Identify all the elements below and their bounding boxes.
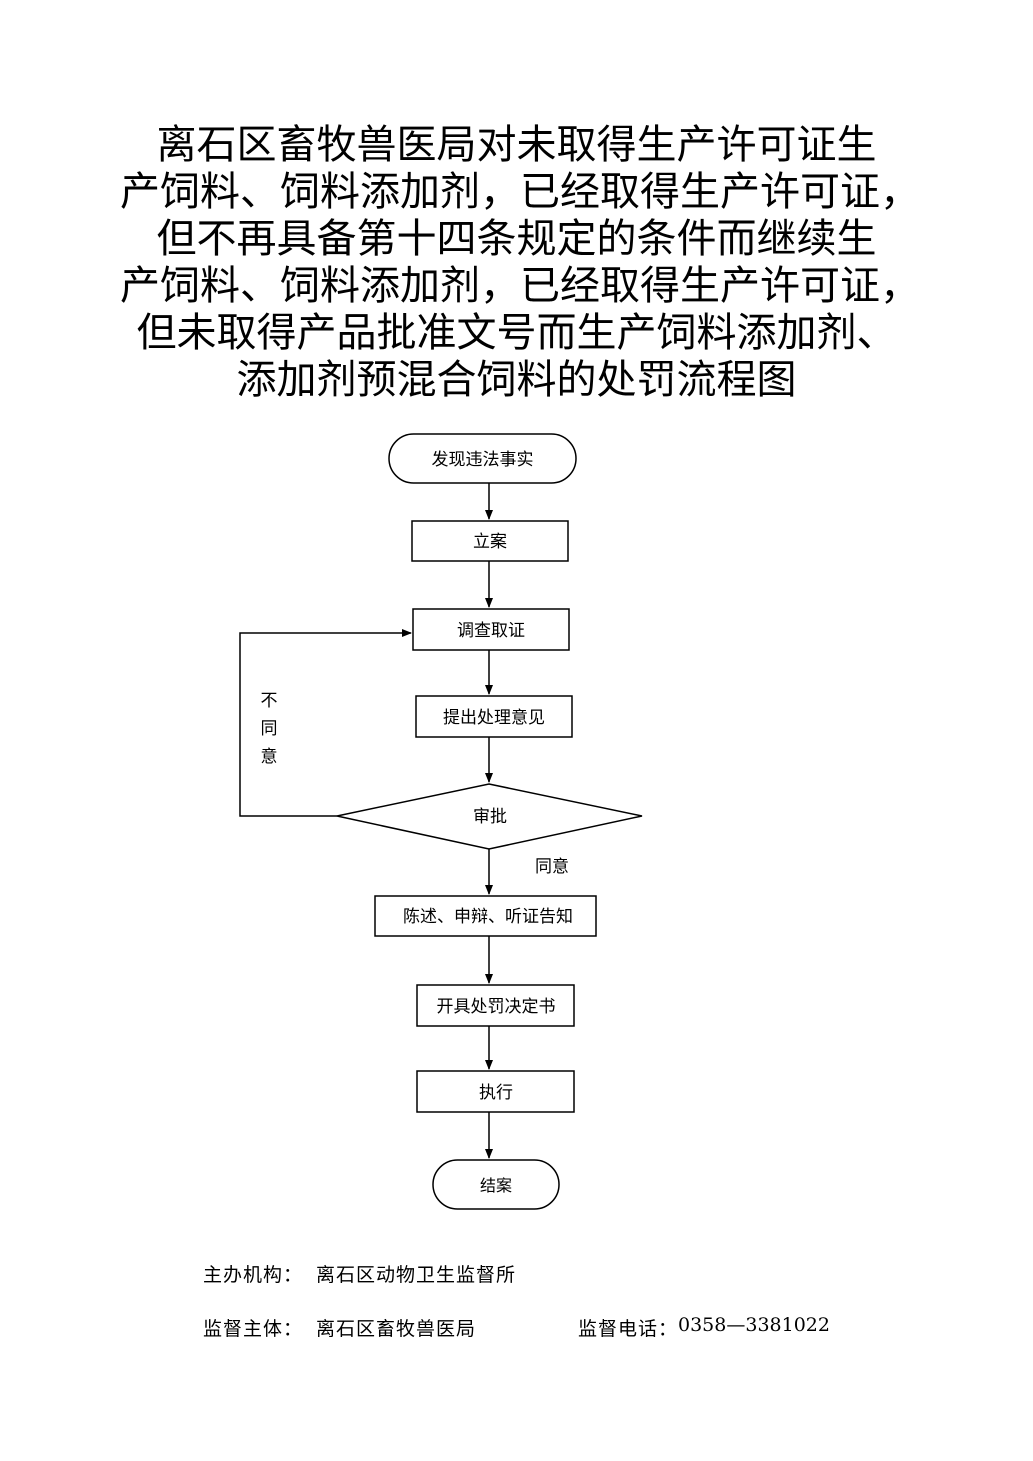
start-node [388,433,577,484]
disagree-label-1: 不 [261,691,278,711]
page-title: 离石区畜牧兽医局对未取得生产许可证生 产饲料、饲料添加剂，已经取得生产许可证， … [120,122,920,404]
disagree-label-2: 同 [261,719,278,739]
approve-label: 审批 [473,807,507,827]
start-node-label: 发现违法事实 [432,450,534,470]
decision-node [416,984,575,1027]
disagree-label-3: 意 [261,747,278,767]
supervisor-label: 监督主体： [203,1318,304,1340]
close-label: 结案 [480,1176,512,1195]
title-line-2: 产饲料、饲料添加剂，已经取得生产许可证， [120,169,920,215]
investigate-label: 调查取证 [457,621,525,641]
disagree-loop-arrow [239,629,412,817]
file-case-label: 立案 [473,532,507,552]
phone-label: 监督电话： [578,1318,679,1340]
title-line-1: 离石区畜牧兽医局对未取得生产许可证生 [156,122,877,168]
execute-node [416,1070,575,1113]
file-case-node [411,520,569,562]
title-line-3: 但不再具备第十四条规定的条件而继续生 [156,216,877,262]
organizer-label: 主办机构： [203,1264,304,1286]
phone-value: 0358—3381022 [678,1314,830,1336]
execute-label: 执行 [479,1083,513,1103]
propose-node [415,695,573,738]
decision-label: 开具处罚决定书 [437,997,556,1017]
investigate-node [412,608,570,651]
organizer-value: 离石区动物卫生监督所 [316,1264,517,1286]
title-line-6: 添加剂预混合饲料的处罚流程图 [236,357,797,403]
propose-label: 提出处理意见 [443,708,545,728]
notify-label: 陈述、申辩、听证告知 [403,907,573,927]
close-node [432,1159,560,1210]
agree-label: 同意 [535,857,569,877]
notify-node [374,895,597,937]
title-line-5: 但未取得产品批准文号而生产饲料添加剂、 [136,310,897,356]
title-line-4: 产饲料、饲料添加剂，已经取得生产许可证， [120,263,920,309]
supervisor-value: 离石区畜牧兽医局 [316,1318,477,1340]
